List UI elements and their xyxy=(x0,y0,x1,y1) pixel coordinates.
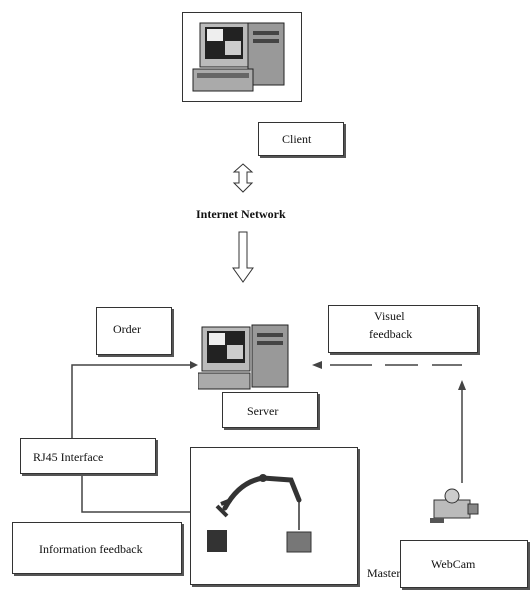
server-label: Server xyxy=(247,404,279,418)
server-computer-icon xyxy=(197,324,289,390)
master-label: Master xyxy=(367,566,401,580)
webcam-arrowhead xyxy=(458,380,466,390)
client-computer-icon xyxy=(192,22,285,92)
order-label: Order xyxy=(113,322,141,336)
webcam-box: WebCam xyxy=(400,540,528,588)
information-feedback-label: Information feedback xyxy=(39,542,143,556)
information-feedback-box: Information feedback xyxy=(12,522,182,574)
client-label: Client xyxy=(282,132,312,146)
rj45-order-line xyxy=(71,364,196,438)
network-server-arrow xyxy=(232,231,254,283)
client-computer-box xyxy=(182,12,302,102)
visual-feedback-label-2: feedback xyxy=(369,327,413,341)
server-box: Server xyxy=(222,392,318,428)
visual-feedback-arrowhead xyxy=(312,361,322,369)
robot-arm-icon xyxy=(207,474,312,553)
visual-feedback-label-1: Visuel xyxy=(374,309,405,323)
client-network-arrow xyxy=(232,163,254,193)
webcam-label: WebCam xyxy=(431,557,476,571)
client-box: Client xyxy=(258,122,344,156)
webcam-icon xyxy=(430,488,479,523)
visual-feedback-box: Visuel feedback xyxy=(328,305,478,353)
order-box: Order xyxy=(96,307,172,355)
rj45-master-line xyxy=(81,474,190,513)
server-computer xyxy=(197,323,316,393)
rj45-interface-box: RJ45 Interface xyxy=(20,438,156,474)
master-box xyxy=(190,447,358,585)
internet-network-label: Internet Network xyxy=(196,207,286,221)
rj45-interface-label: RJ45 Interface xyxy=(33,450,104,464)
order-arrowhead xyxy=(190,361,198,369)
webcam-device xyxy=(430,486,482,526)
